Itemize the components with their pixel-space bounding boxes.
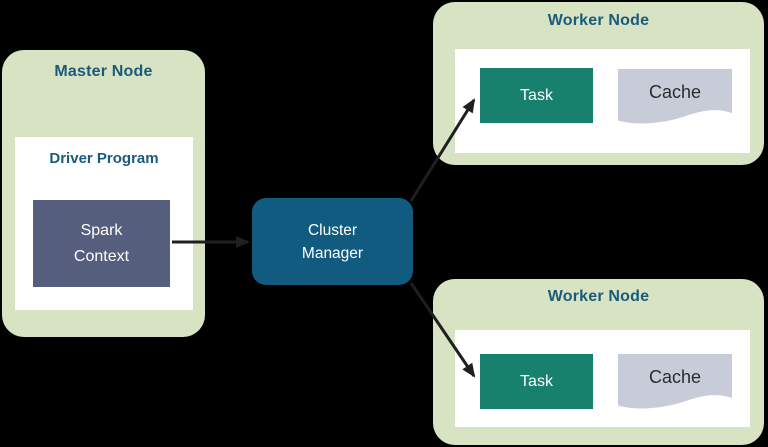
cache-box: Cache bbox=[618, 69, 732, 131]
driver-program: Driver Program Spark Context bbox=[15, 137, 193, 310]
master-node-title: Master Node bbox=[54, 63, 153, 80]
worker-node-1-panel: Task Cache bbox=[455, 49, 750, 153]
worker-node-2-panel: Task Cache bbox=[455, 330, 750, 427]
cluster-manager-label: Cluster Manager bbox=[301, 221, 364, 262]
task-box: Task bbox=[480, 354, 593, 409]
cache-document-shape bbox=[618, 69, 732, 124]
master-node: Master Node Driver Program Spark Context bbox=[2, 50, 205, 337]
spark-context-box: Spark Context bbox=[33, 200, 170, 287]
cache-box: Cache bbox=[618, 354, 732, 416]
cache-document-shape bbox=[618, 354, 732, 409]
worker-node-2: Worker Node Task Cache bbox=[433, 279, 764, 445]
worker-node-1: Worker Node Task Cache bbox=[433, 2, 764, 165]
worker-node-2-title: Worker Node bbox=[547, 288, 650, 305]
cache-label: Cache bbox=[648, 81, 702, 102]
task-label: Task bbox=[520, 86, 553, 104]
spark-context-label: Spark Context bbox=[73, 221, 130, 265]
cache-label: Cache bbox=[648, 366, 702, 387]
task-box: Task bbox=[480, 68, 593, 123]
task-label: Task bbox=[520, 372, 553, 390]
worker-node-1-title: Worker Node bbox=[547, 12, 650, 29]
cluster-manager-box: Cluster Manager bbox=[252, 198, 413, 285]
driver-program-title: Driver Program bbox=[49, 150, 159, 167]
